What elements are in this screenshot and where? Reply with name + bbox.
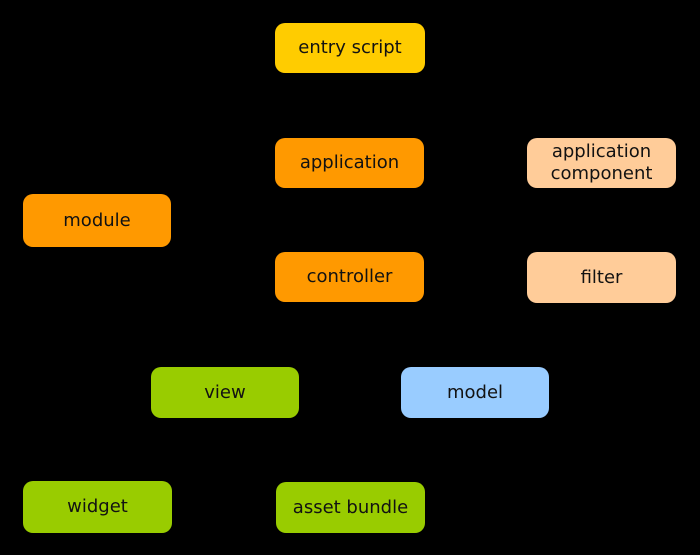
- node-widget: widget: [23, 481, 172, 533]
- node-application: application: [275, 138, 424, 188]
- node-view: view: [151, 367, 299, 418]
- node-application-component: application component: [527, 138, 676, 188]
- node-module: module: [23, 194, 171, 247]
- node-filter: filter: [527, 252, 676, 303]
- node-model: model: [401, 367, 549, 418]
- node-entry-script: entry script: [275, 23, 425, 73]
- node-controller: controller: [275, 252, 424, 302]
- node-asset-bundle: asset bundle: [276, 482, 425, 533]
